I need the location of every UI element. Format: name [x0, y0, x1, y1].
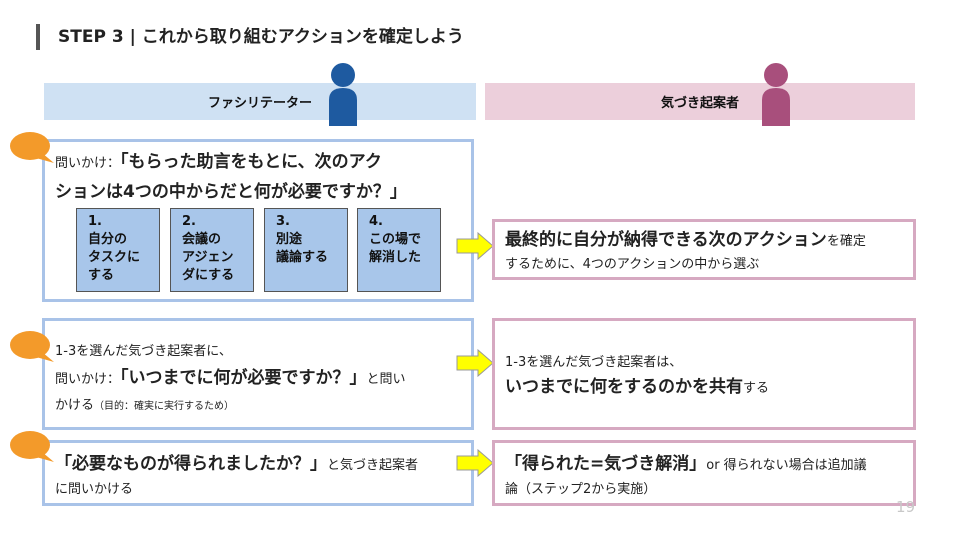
- row1-proposer-box: 最終的に自分が納得できる次のアクションを確定 するために、4つのアクションの中か…: [492, 219, 916, 280]
- row3-suffix: と気づき起案者: [327, 458, 419, 473]
- action-option-3: 3. 別途 議論する: [264, 208, 348, 292]
- speech-bubble-icon: [10, 331, 54, 362]
- facilitator-label: ファシリテーター: [207, 96, 312, 111]
- page-number: 19: [896, 498, 916, 516]
- right-arrow-icon: [456, 232, 494, 260]
- page-title: STEP 3 | これから取り組むアクションを確定しよう: [58, 27, 464, 47]
- speech-bubble-icon: [10, 132, 54, 163]
- action-option-1: 1. 自分の タスクに する: [76, 208, 160, 292]
- facilitator-header: ファシリテーター: [44, 83, 476, 120]
- row1-question-quote-line2: ションは4つの中からだと何が必要ですか？」: [55, 182, 407, 202]
- row3-proposer-rest1: or 得られない場合は追加議: [706, 458, 867, 473]
- row2-facilitator-box: 1-3を選んだ気づき起案者に、 問いかけ：「いつまでに何が必要ですか？」と問い …: [42, 318, 474, 430]
- row3-question: 「必要なものが得られましたか？」と気づき起案者 に問いかける: [55, 452, 470, 502]
- facilitator-person-icon: [329, 63, 357, 126]
- row1-proposer-bold: 最終的に自分が納得できる次のアクション: [505, 230, 827, 250]
- row1-proposer-rest1: を確定: [826, 234, 866, 249]
- row3-facilitator-box: 「必要なものが得られましたか？」と気づき起案者 に問いかける: [42, 440, 474, 506]
- row3-proposer-bold: 「得られた=気づき解消」: [505, 454, 707, 474]
- row3-proposer-box: 「得られた=気づき解消」or 得られない場合は追加議 論（ステップ2から実施）: [492, 440, 916, 506]
- row3-quote: 「必要なものが得られましたか？」: [55, 454, 327, 474]
- speech-bubble-icon: [10, 431, 54, 462]
- row2-suffix: と問い: [366, 372, 406, 387]
- row2-proposer-bold: いつまでに何をするのかを共有: [505, 377, 743, 397]
- proposer-label: 気づき起案者: [660, 96, 739, 111]
- title-accent-bar: [36, 24, 40, 50]
- row2-proposer-line1: 1-3を選んだ気づき起案者は、: [505, 355, 683, 370]
- row2-proposer-box: 1-3を選んだ気づき起案者は、 いつまでに何をするのかを共有する: [492, 318, 916, 430]
- row1-question: 問いかけ：「もらった助言をもとに、次のアク ションは4つの中からだと何が必要です…: [55, 148, 470, 208]
- right-arrow-icon: [456, 449, 494, 477]
- row3-proposer-line2: 論（ステップ2から実施）: [505, 482, 657, 497]
- row1-proposer-text: 最終的に自分が納得できる次のアクションを確定 するために、4つのアクションの中か…: [505, 229, 909, 276]
- action-option-2: 2. 会議の アジェン ダにする: [170, 208, 254, 292]
- row1-question-quote-line1: 「もらった助言をもとに、次のアク: [120, 152, 382, 172]
- proposer-person-icon: [762, 63, 790, 126]
- row3-proposer-text: 「得られた=気づき解消」or 得られない場合は追加議 論（ステップ2から実施）: [505, 452, 909, 502]
- row2-proposer-rest: する: [743, 381, 770, 396]
- row3-line2: に問いかける: [55, 482, 134, 497]
- row1-question-prefix: 問いかけ：: [55, 156, 121, 171]
- row1-proposer-rest2: するために、4つのアクションの中から選ぶ: [505, 257, 760, 272]
- row2-line1: 1-3を選んだ気づき起案者に、: [55, 344, 232, 359]
- row2-proposer-text: 1-3を選んだ気づき起案者は、 いつまでに何をするのかを共有する: [505, 351, 909, 401]
- action-option-4: 4. この場で 解消した: [357, 208, 441, 292]
- row2-prefix: 問いかけ：: [55, 372, 121, 387]
- right-arrow-icon: [456, 349, 494, 377]
- proposer-header: 気づき起案者: [485, 83, 915, 120]
- row2-quote: 「いつまでに何が必要ですか？」: [120, 368, 367, 388]
- row2-question: 1-3を選んだ気づき起案者に、 問いかけ：「いつまでに何が必要ですか？」と問い …: [55, 339, 470, 420]
- row2-line3: かける: [55, 398, 95, 413]
- row2-note: （目的：確実に実行するため）: [94, 401, 235, 412]
